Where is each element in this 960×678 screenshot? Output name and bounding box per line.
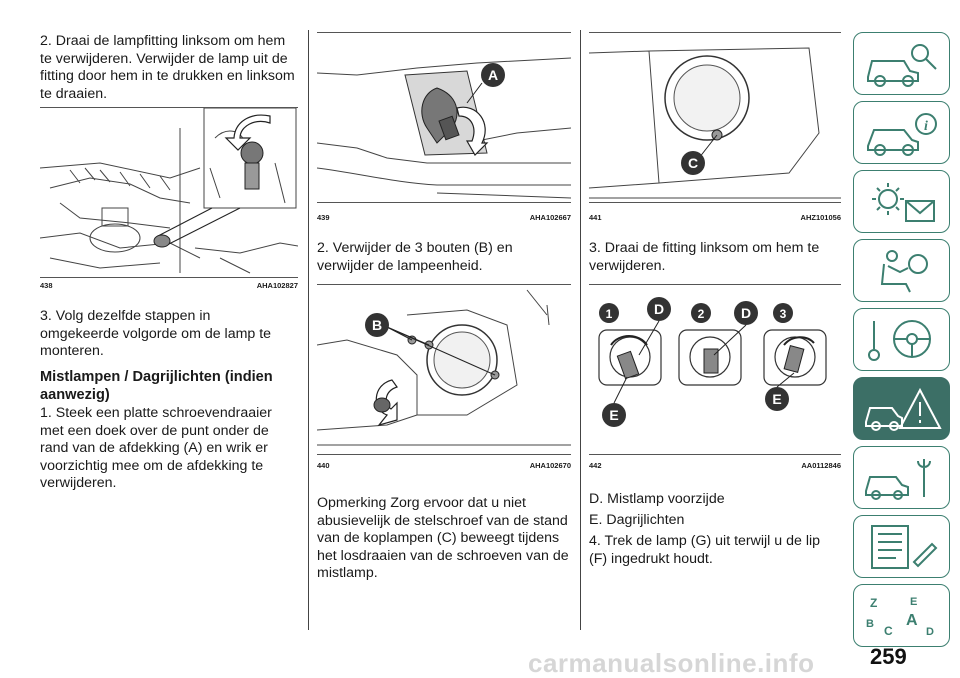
figure-number: 439 xyxy=(317,213,330,222)
figure-code: AHA102827 xyxy=(256,281,298,290)
watermark: carmanualsonline.info xyxy=(528,648,815,678)
fitting-removal-illustration: 1 D 2 D 3 E E xyxy=(598,297,827,427)
svg-text:A: A xyxy=(906,612,918,629)
figure-bottom-rule xyxy=(589,454,841,455)
car-info-icon: i xyxy=(867,113,937,156)
figure-caption: 441 AHZ101056 xyxy=(589,213,841,222)
figure-441: C 441 AHZ101056 xyxy=(589,32,841,222)
callout-e-2: E xyxy=(772,391,781,407)
figure-number: 442 xyxy=(589,461,602,470)
callout-c: C xyxy=(688,155,698,171)
page-number: 259 xyxy=(870,644,907,669)
figure-caption: 440 AHA102670 xyxy=(317,461,571,470)
figure-top-rule xyxy=(589,284,841,285)
tab-warning-lights[interactable] xyxy=(853,170,950,233)
figure-number: 438 xyxy=(40,281,53,290)
paragraph-step-2: 2. Verwijder de 3 bouten (B) en verwijde… xyxy=(317,240,513,274)
paragraph-note: Opmerking Zorg ervoor dat u niet abusiev… xyxy=(317,495,569,581)
index-letters-icon: Z E B C A D xyxy=(866,596,934,638)
svg-text:Z: Z xyxy=(870,596,877,610)
paragraph-d: D. Mistlamp voorzijde xyxy=(589,491,725,507)
column-divider-1 xyxy=(308,30,309,630)
figure-number: 441 xyxy=(589,213,602,222)
figure-bottom-rule xyxy=(317,454,571,455)
figure-bottom-rule xyxy=(40,277,298,278)
figure-code: AA0112846 xyxy=(801,461,841,470)
paragraph-e: E. Dagrijlichten xyxy=(589,512,685,528)
figure-439: A 439 AHA102667 xyxy=(317,32,571,222)
figure-caption: 438 AHA102827 xyxy=(40,281,298,290)
engine-bay-illustration xyxy=(40,108,298,274)
figure-code: AHA102670 xyxy=(529,461,571,470)
callout-3: 3 xyxy=(780,307,787,321)
svg-text:B: B xyxy=(866,618,874,630)
tab-safety[interactable] xyxy=(853,239,950,302)
tab-emergencies[interactable] xyxy=(853,377,950,440)
figure-code: AHZ101056 xyxy=(800,213,841,222)
car-service-icon xyxy=(865,459,931,500)
tab-service-maintenance[interactable] xyxy=(853,446,950,509)
figure-number: 440 xyxy=(317,461,330,470)
callout-e-1: E xyxy=(609,407,618,423)
tab-vehicle-info[interactable]: i xyxy=(853,101,950,164)
svg-text:i: i xyxy=(924,119,928,134)
tab-technical-specifications[interactable] xyxy=(853,515,950,578)
figure-438: 438 AHA102827 xyxy=(40,107,298,297)
warning-lights-icon xyxy=(872,183,935,222)
paragraph-step-4: 4. Trek de lamp (G) uit terwijl u de lip… xyxy=(589,533,821,567)
figure-top-rule xyxy=(317,284,571,285)
tab-index[interactable]: Z E B C A D xyxy=(853,584,950,647)
steering-key-icon xyxy=(868,320,931,361)
figure-top-rule xyxy=(40,107,298,108)
paragraph-step-1: 1. Steek een platte schroevendraaier met… xyxy=(40,405,272,491)
svg-text:C: C xyxy=(884,624,893,638)
specifications-icon xyxy=(871,525,938,569)
emergency-car-icon xyxy=(865,387,942,431)
callout-d-2: D xyxy=(741,305,751,321)
figure-442: 1 D 2 D 3 E E 442 AA0112846 xyxy=(589,284,841,474)
figure-code: AHA102667 xyxy=(529,213,571,222)
callout-a: A xyxy=(488,67,498,83)
callout-1: 1 xyxy=(606,307,613,321)
fog-lamp-adjuster-illustration: C xyxy=(589,47,841,199)
tab-starting-driving[interactable] xyxy=(853,308,950,371)
paragraph-lampfitting: 2. Draai de lampfitting linksom om hem t… xyxy=(40,33,295,102)
figure-top-rule xyxy=(589,32,841,33)
svg-text:D: D xyxy=(926,626,934,638)
column-divider-2 xyxy=(580,30,581,630)
section-heading: Mistlampen / Dagrijlichten (indien aanwe… xyxy=(40,369,273,403)
figure-bottom-rule xyxy=(589,202,841,203)
figure-caption: 439 AHA102667 xyxy=(317,213,571,222)
figure-top-rule xyxy=(317,32,571,33)
car-search-icon xyxy=(867,44,937,87)
svg-text:E: E xyxy=(910,596,917,608)
figure-caption: 442 AA0112846 xyxy=(589,461,841,470)
airbag-seat-icon xyxy=(880,250,928,293)
figure-bottom-rule xyxy=(317,202,571,203)
callout-b: B xyxy=(372,317,382,333)
paragraph-step-3: 3. Volg dezelfde stappen in omgekeerde v… xyxy=(40,308,272,359)
bumper-cover-illustration: A xyxy=(317,57,571,199)
callout-d-1: D xyxy=(654,301,664,317)
paragraph-step-3: 3. Draai de fitting linksom om hem te ve… xyxy=(589,240,820,274)
callout-2: 2 xyxy=(698,307,705,321)
fog-lamp-bolts-illustration: B xyxy=(317,289,571,446)
figure-440: B 440 AHA102670 xyxy=(317,284,571,474)
tab-vehicle-knowledge[interactable] xyxy=(853,32,950,95)
